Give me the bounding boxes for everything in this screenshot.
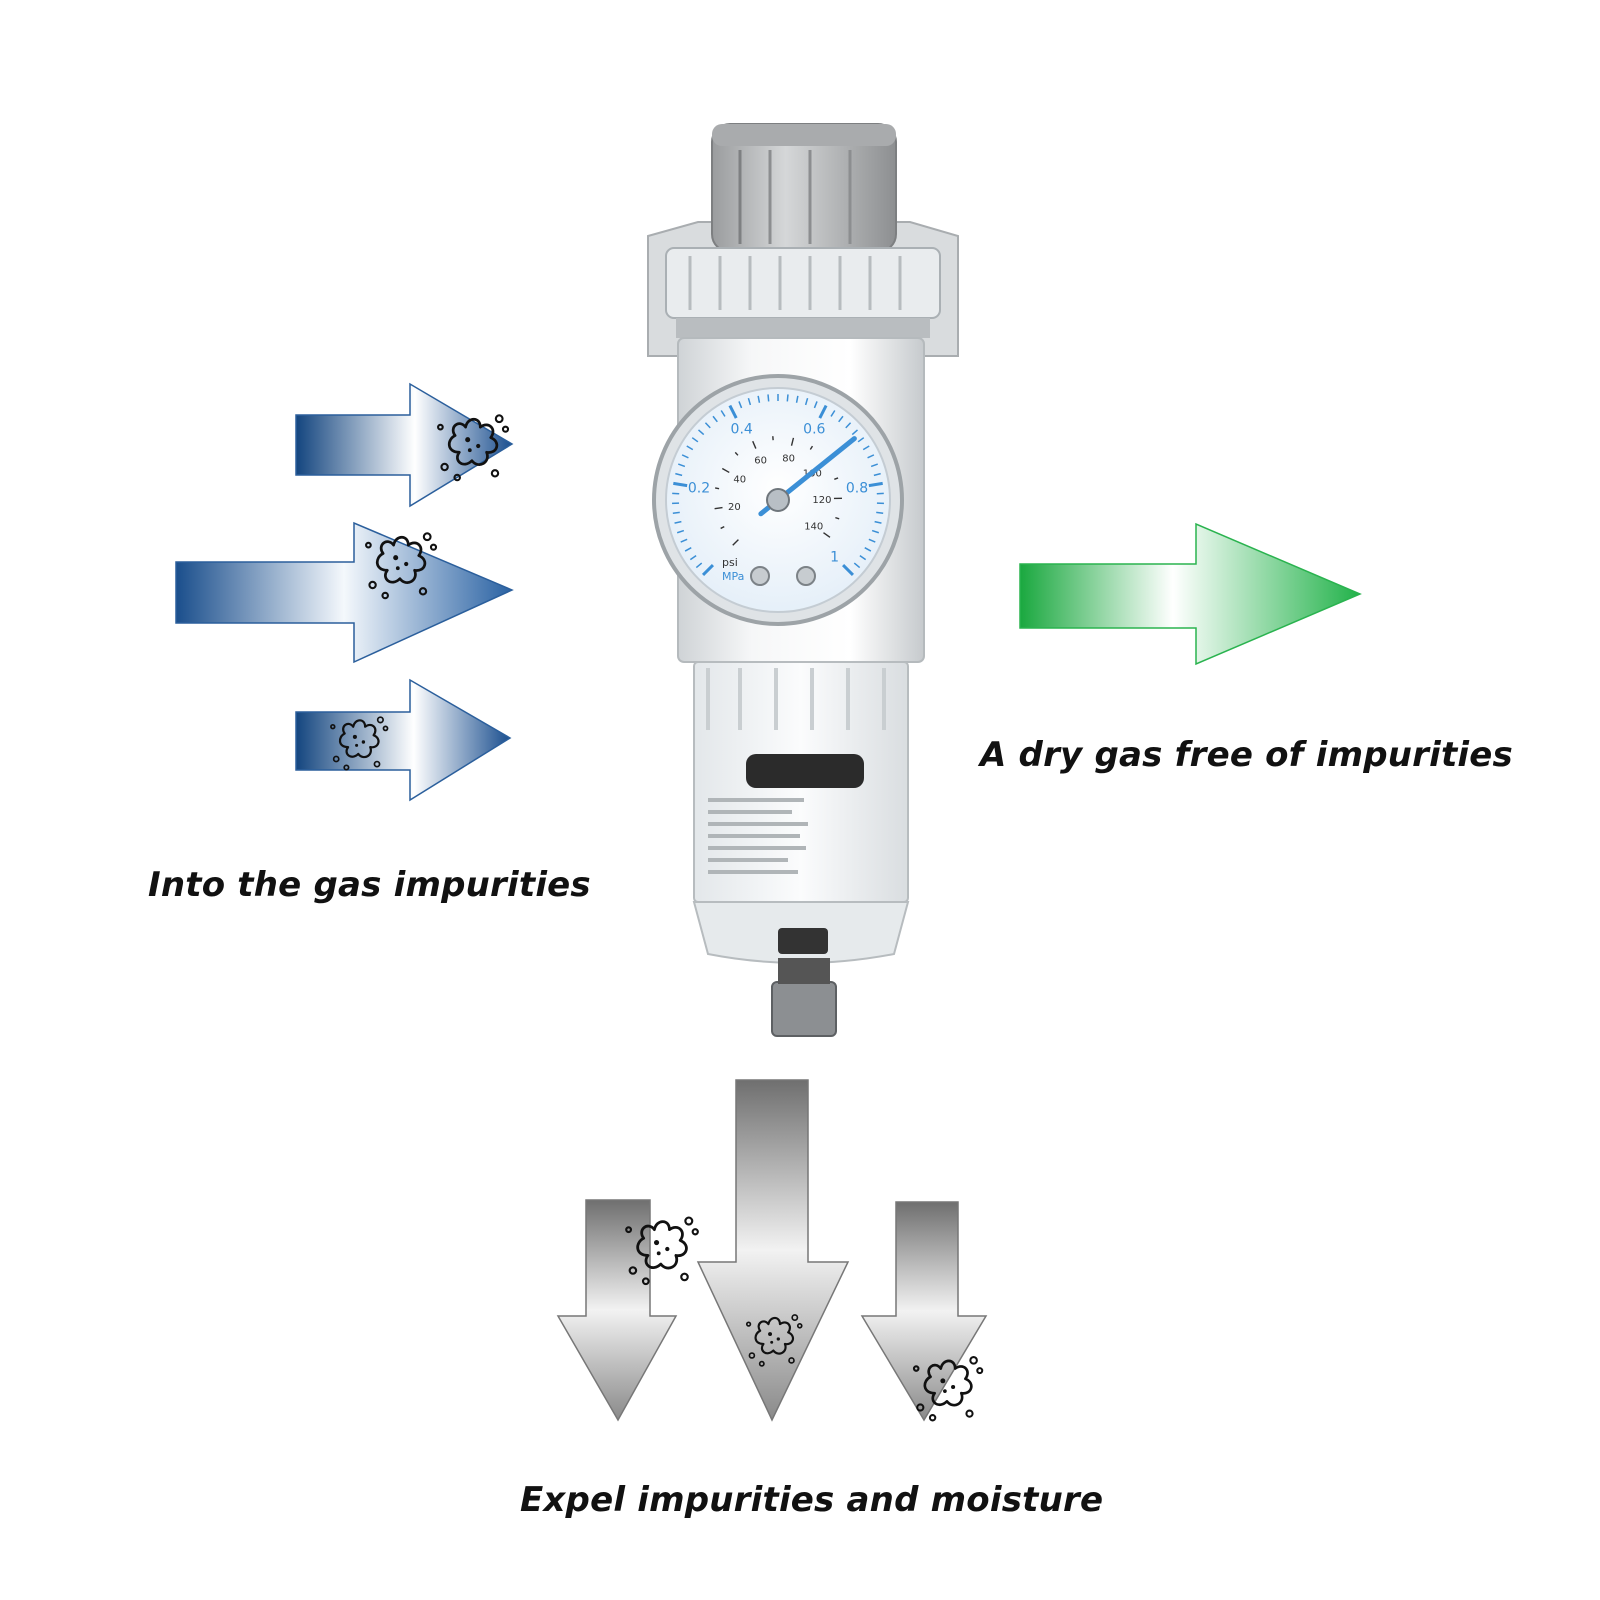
gauge-tick <box>676 529 685 534</box>
gauge-psi-label: 120 <box>812 495 831 506</box>
gauge-tick <box>712 415 718 423</box>
outlet-caption: A dry gas free of impurities <box>980 735 1513 775</box>
gauge-tick <box>681 454 689 459</box>
gauge-tick <box>873 472 881 477</box>
gauge-tick <box>747 397 752 406</box>
gauge-tick <box>680 538 688 543</box>
outlet-arrow-icon <box>1019 522 1362 666</box>
gauge-tick <box>767 394 770 402</box>
drain-arrow-center-icon <box>696 1079 850 1422</box>
gauge-psi-tick <box>732 539 739 546</box>
gauge-tick <box>830 410 836 417</box>
gauge-tick <box>786 394 789 402</box>
gauge-mpa-label: 0.2 <box>688 480 710 496</box>
gauge-tick <box>851 429 859 436</box>
inlet-caption: Into the gas impurities <box>148 865 591 905</box>
gauge-tick <box>838 415 844 423</box>
drain-valve[interactable] <box>771 981 837 1037</box>
gauge-psi-tick <box>734 451 739 456</box>
gauge-psi-label: 40 <box>733 474 746 485</box>
gauge-tick <box>868 538 876 543</box>
filter-regulator-device: 0.20.40.60.81 20406080100120140 psi MPa <box>647 123 959 1037</box>
drain-arrows <box>556 1079 988 1422</box>
gauge-tick <box>868 481 883 488</box>
gauge-tick <box>804 397 809 406</box>
gauge-psi-tick <box>721 467 730 474</box>
gauge-tick <box>704 422 711 429</box>
gauge-psi-tick <box>752 440 757 449</box>
gauge-psi-label: 20 <box>728 502 741 513</box>
gauge-tick <box>674 520 682 524</box>
gauge-tick <box>876 511 884 515</box>
gauge-tick <box>675 472 683 477</box>
gauge-tick <box>695 562 703 569</box>
gauge-tick <box>870 463 878 468</box>
inlet-arrows <box>175 382 514 802</box>
gauge-psi-tick <box>834 477 839 480</box>
gauge-tick <box>691 437 699 443</box>
gauge-psi-tick <box>809 445 814 450</box>
inlet-arrow-bottom-icon <box>295 678 512 802</box>
gauge-hub <box>766 488 790 512</box>
gauge-tick <box>867 454 875 459</box>
gauge-unit-psi: psi <box>722 556 738 569</box>
gauge-psi-tick <box>715 487 720 490</box>
gauge-mpa-scale: 0.2 0.4 0.6 0.8 1 <box>688 422 868 566</box>
drain-caption: Expel impurities and moisture <box>520 1480 1104 1520</box>
pressure-gauge: 0.20.40.60.81 20406080100120140 psi MPa <box>652 374 904 626</box>
gauge-tick <box>795 395 799 403</box>
gauge-tick <box>874 520 882 524</box>
gauge-mpa-label: 0.6 <box>803 422 825 438</box>
inlet-arrow-middle-icon <box>175 521 514 664</box>
gauge-tick <box>859 555 867 561</box>
gauge-tick <box>862 445 870 451</box>
gauge-tick <box>678 463 686 468</box>
gauge-tick <box>686 445 694 451</box>
gauge-mpa-label: 1 <box>830 550 839 566</box>
gauge-psi-tick <box>720 526 725 530</box>
gauge-mpa-label: 0.4 <box>731 422 753 438</box>
gauge-tick <box>864 547 872 552</box>
gauge-tick-marks <box>672 394 884 577</box>
gauge-tick <box>857 437 865 443</box>
gauge-psi-label: 60 <box>754 456 767 467</box>
gauge-tick <box>689 555 697 561</box>
gauge-tick <box>673 481 688 488</box>
gauge-tick <box>701 563 715 577</box>
gauge-tick <box>720 410 726 417</box>
gauge-psi-tick <box>823 532 831 538</box>
baffle-element <box>746 754 864 788</box>
gauge-psi-tick <box>835 516 840 520</box>
gauge-tick <box>818 404 828 419</box>
gauge-tick <box>853 562 861 569</box>
gauge-tick <box>841 563 855 577</box>
gauge-mpa-label: 0.8 <box>846 480 868 496</box>
drain-arrow-left-icon <box>556 1199 678 1422</box>
gauge-tick <box>757 395 761 403</box>
gauge-tick <box>697 429 705 436</box>
gauge-psi-tick <box>714 506 723 510</box>
gauge-psi-label: 140 <box>804 522 823 533</box>
gauge-unit-mpa: MPa <box>722 570 744 583</box>
gauge-tick <box>813 401 818 409</box>
gauge-psi-tick <box>790 437 795 446</box>
gauge-tick <box>684 547 692 552</box>
gauge-tick <box>738 401 743 409</box>
gauge-tick <box>672 511 680 515</box>
gauge-tick <box>871 529 880 534</box>
gauge-psi-label: 80 <box>782 453 795 464</box>
gauge-tick <box>728 404 738 419</box>
gauge-tick <box>845 422 852 429</box>
